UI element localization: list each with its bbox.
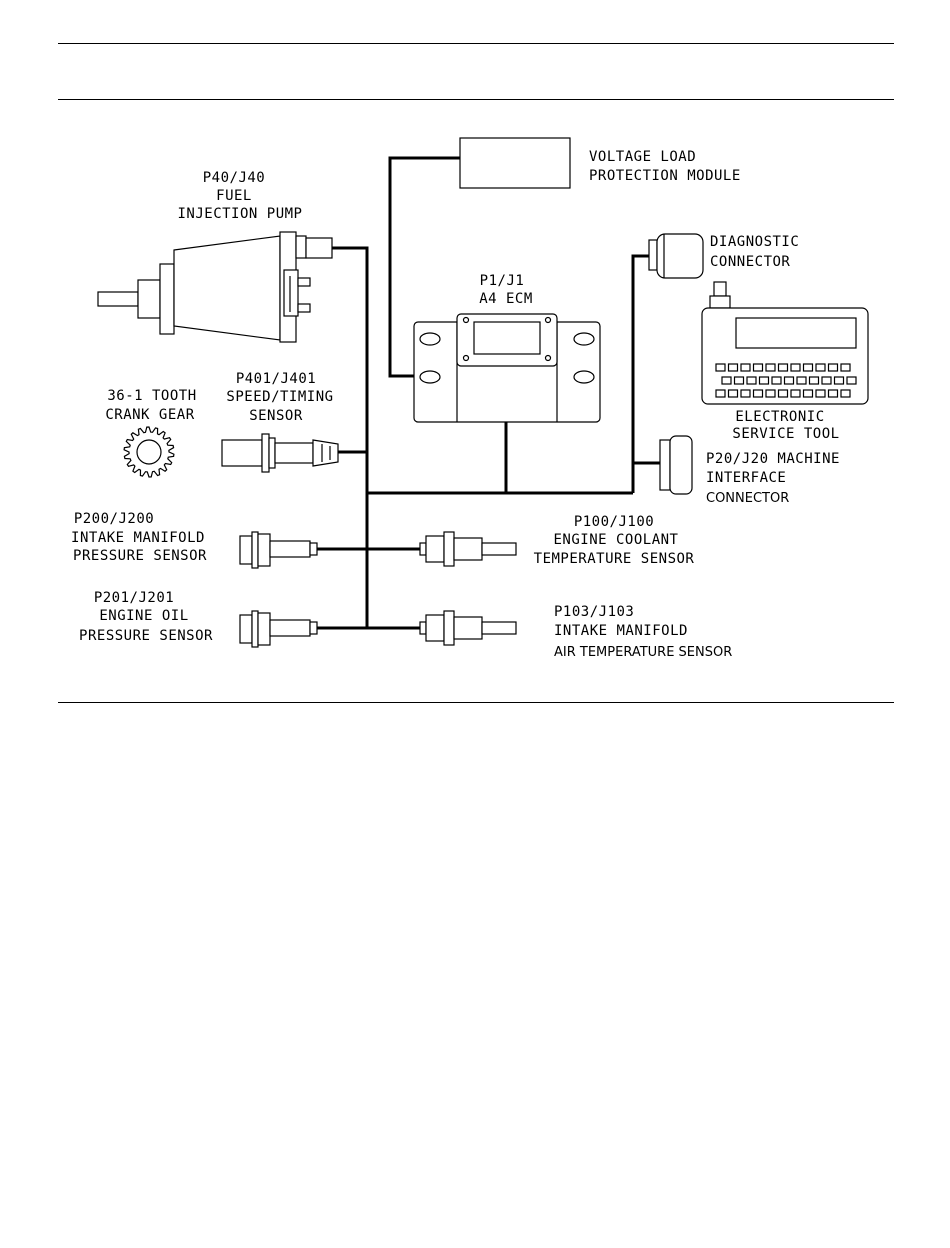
service-tool-key: [777, 363, 789, 372]
service-tool-key: [721, 376, 732, 385]
label-intake-air-temperature-sensor: P103/J103 INTAKE MANIFOLD AIR TEMPERATUR…: [554, 604, 732, 660]
engine-oil-pressure-sensor-icon: [239, 610, 318, 648]
service-tool-key: [715, 389, 726, 398]
fuel-injection-pump-icon: [97, 231, 333, 343]
service-tool-key: [733, 376, 745, 385]
label-electronic-service-tool: ELECTRONIC SERVICE TOOL: [732, 409, 839, 442]
svg-text:PRESSURE SENSOR: PRESSURE SENSOR: [73, 548, 207, 564]
service-tool-key: [821, 376, 832, 385]
svg-text:ENGINE OIL: ENGINE OIL: [99, 608, 188, 624]
svg-text:P201/J201: P201/J201: [94, 590, 174, 606]
ecm-icon: [413, 313, 601, 423]
svg-text:ENGINE COOLANT: ENGINE COOLANT: [553, 532, 678, 548]
intake-manifold-pressure-sensor-icon: [239, 531, 318, 569]
header-rule: [58, 99, 894, 100]
label-intake-manifold-pressure-sensor: P200/J200 INTAKE MANIFOLD PRESSURE SENSO…: [71, 511, 207, 564]
label-machine-interface-connector: P20/J20 MACHINE INTERFACE CONNECTOR: [706, 451, 840, 506]
service-tool-key: [771, 376, 782, 385]
service-tool-key: [727, 389, 739, 398]
service-tool-key: [752, 363, 764, 372]
service-tool-key: [740, 389, 751, 398]
service-tool-key: [846, 376, 857, 385]
service-tool-key: [790, 363, 801, 372]
svg-text:P103/J103: P103/J103: [554, 604, 634, 620]
svg-text:CRANK GEAR: CRANK GEAR: [105, 407, 194, 423]
electronic-service-tool-icon: [701, 281, 869, 405]
service-tool-key: [740, 363, 751, 372]
label-engine-oil-pressure-sensor: P201/J201 ENGINE OIL PRESSURE SENSOR: [79, 590, 213, 644]
engine-coolant-temperature-sensor-icon: [419, 531, 517, 567]
svg-text:P20/J20 MACHINE: P20/J20 MACHINE: [706, 451, 840, 467]
svg-text:SERVICE TOOL: SERVICE TOOL: [732, 426, 839, 442]
svg-text:CONNECTOR: CONNECTOR: [706, 491, 789, 506]
wire-vlpm: [388, 156, 460, 378]
service-tool-key: [727, 363, 739, 372]
service-tool-key: [808, 376, 820, 385]
label-engine-coolant-temperature-sensor: P100/J100 ENGINE COOLANT TEMPERATURE SEN…: [534, 514, 695, 567]
svg-text:DIAGNOSTIC: DIAGNOSTIC: [710, 234, 799, 250]
svg-text:AIR TEMPERATURE SENSOR: AIR TEMPERATURE SENSOR: [554, 645, 732, 660]
harness-wires: [317, 156, 660, 630]
speed-timing-sensor-icon: [221, 433, 339, 473]
wire-diagnostic: [631, 254, 649, 493]
service-tool-key: [815, 363, 826, 372]
wire-fuel-pump-trunk: [332, 246, 369, 628]
svg-text:P40/J40: P40/J40: [203, 170, 266, 186]
svg-text:SENSOR: SENSOR: [249, 408, 303, 424]
svg-text:FUEL: FUEL: [216, 188, 252, 204]
label-ecm: P1/J1 A4 ECM: [479, 273, 533, 307]
intake-air-temperature-sensor-icon: [419, 610, 517, 646]
svg-text:VOLTAGE LOAD: VOLTAGE LOAD: [589, 149, 696, 165]
crank-gear-icon: [123, 426, 175, 478]
svg-text:INTAKE MANIFOLD: INTAKE MANIFOLD: [554, 623, 688, 639]
service-tool-key: [827, 363, 839, 372]
label-diagnostic-connector: DIAGNOSTIC CONNECTOR: [710, 234, 799, 270]
diagnostic-connector-icon: [648, 233, 704, 279]
svg-text:P200/J200: P200/J200: [74, 511, 154, 527]
svg-text:P401/J401: P401/J401: [236, 371, 316, 387]
label-voltage-load-module: VOLTAGE LOAD PROTECTION MODULE: [589, 149, 741, 184]
service-tool-key: [783, 376, 795, 385]
svg-text:PROTECTION MODULE: PROTECTION MODULE: [589, 168, 741, 184]
svg-text:36-1 TOOTH: 36-1 TOOTH: [107, 388, 196, 404]
svg-text:SPEED/TIMING: SPEED/TIMING: [226, 389, 333, 405]
voltage-load-module-box: [459, 137, 571, 189]
svg-text:INTAKE MANIFOLD: INTAKE MANIFOLD: [71, 530, 205, 546]
service-tool-key: [833, 376, 845, 385]
machine-interface-connector-icon: [659, 435, 693, 495]
service-tool-key: [765, 363, 776, 372]
service-tool-key: [777, 389, 789, 398]
service-tool-key: [827, 389, 839, 398]
service-tool-key: [746, 376, 757, 385]
svg-text:A4 ECM: A4 ECM: [479, 291, 533, 307]
svg-text:TEMPERATURE SENSOR: TEMPERATURE SENSOR: [534, 551, 695, 567]
service-tool-key: [840, 389, 851, 398]
svg-text:P1/J1: P1/J1: [480, 273, 525, 289]
service-tool-key: [802, 363, 814, 372]
service-tool-key: [758, 376, 770, 385]
service-tool-key: [790, 389, 801, 398]
service-tool-key: [802, 389, 814, 398]
wiring-diagram: P40/J40 FUEL INJECTION PUMP VOLTAGE LOAD…: [71, 137, 869, 660]
label-fuel-injection-pump: P40/J40 FUEL INJECTION PUMP: [177, 170, 302, 222]
service-tool-key: [715, 363, 726, 372]
svg-text:PRESSURE SENSOR: PRESSURE SENSOR: [79, 628, 213, 644]
svg-text:INTERFACE: INTERFACE: [706, 470, 786, 486]
service-tool-key: [815, 389, 826, 398]
service-tool-key: [765, 389, 776, 398]
service-tool-key: [840, 363, 851, 372]
bottom-rule: [58, 702, 894, 703]
service-tool-key: [752, 389, 764, 398]
label-crank-gear: 36-1 TOOTH CRANK GEAR: [105, 388, 196, 423]
svg-text:CONNECTOR: CONNECTOR: [710, 254, 790, 270]
svg-text:INJECTION PUMP: INJECTION PUMP: [177, 206, 302, 222]
service-tool-key: [796, 376, 807, 385]
svg-text:ELECTRONIC: ELECTRONIC: [735, 409, 824, 425]
top-rule: [58, 43, 894, 44]
svg-text:P100/J100: P100/J100: [574, 514, 654, 530]
label-speed-timing-sensor: P401/J401 SPEED/TIMING SENSOR: [226, 371, 333, 424]
